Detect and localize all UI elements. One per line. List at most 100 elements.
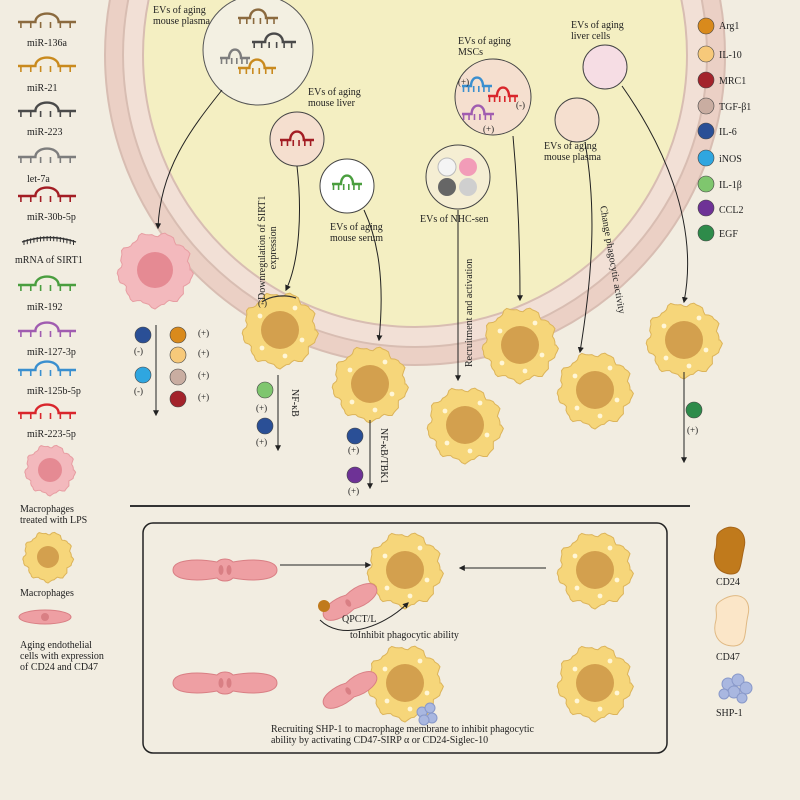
ev-label-plasma-2: EVs of aging mouse plasma — [544, 141, 601, 163]
right-legend-dots — [697, 17, 715, 242]
ev-label-plasma: EVs of aging mouse plasma — [153, 5, 210, 27]
bottom-caption: Recruiting SHP-1 to macrophage membrane … — [271, 724, 534, 746]
legend-label-tgfb1: TGF-β1 — [719, 102, 752, 113]
rna-mir-125b-5p-icon — [18, 360, 76, 376]
rna-mir-21-icon — [18, 56, 76, 72]
macrophage — [241, 292, 319, 370]
ev-plasma-vesicle — [202, 0, 314, 106]
annotation-recruitment: Recruitment and activation — [464, 258, 475, 367]
endothelial-cell-attaching-1 — [322, 583, 378, 621]
sign-plus: (+) — [198, 348, 210, 358]
sign-plus: (+) — [348, 486, 360, 496]
legend-label-endothelial: Aging endothelial cells with expression … — [20, 640, 104, 673]
left-legend-glyphs — [18, 12, 77, 419]
macrophage — [481, 307, 559, 385]
legend-label-mir-223-5p: miR-223-5p — [27, 429, 76, 440]
sign-plus: (+) — [348, 445, 360, 455]
egf-icon — [697, 224, 715, 242]
annotation-nfkb-tbk1: NF-κB/TBK1 — [378, 428, 389, 484]
legend-label-lps-macrophage: Macrophages treated with LPS — [20, 504, 88, 526]
endothelial-cell-2 — [172, 671, 278, 695]
ev-label-liver: EVs of aging mouse liver — [308, 87, 361, 109]
shp1-marker — [416, 702, 438, 726]
macrophages — [241, 292, 723, 723]
cytokine-dot — [346, 466, 364, 484]
cytokine-dot — [134, 326, 152, 344]
sign-plus: (+) — [256, 437, 268, 447]
cytokine-dot — [169, 390, 187, 408]
legend-label-let-7a: let-7a — [27, 174, 50, 185]
sign-minus: (-) — [258, 298, 267, 308]
legend-label-il1b: IL-1β — [719, 180, 742, 191]
lps-macrophage — [116, 232, 194, 310]
sirt1-mrna-on-cell — [261, 295, 297, 303]
legend-label-mir-136a: miR-136a — [27, 38, 67, 49]
rna-mir-30b-5p-icon — [18, 186, 76, 202]
mrna-sirt1-icon — [21, 236, 77, 245]
sign-plus: (+) — [256, 403, 268, 413]
ev-label-mscs: EVs of aging MSCs — [458, 36, 511, 58]
macrophage — [426, 387, 504, 465]
macrophage — [366, 645, 444, 723]
endothelial-cell-1 — [172, 558, 278, 582]
cytokine-dot — [685, 401, 703, 419]
ev-label-serum: EVs of aging mouse serum — [330, 222, 384, 244]
endothelial-cell-attaching-2 — [322, 671, 378, 709]
inos-icon — [697, 149, 715, 167]
legend-label-cd24: CD24 — [716, 577, 740, 588]
cytokine-dot — [169, 346, 187, 364]
rna-mir-125b-5p-icon — [462, 76, 492, 92]
cytokine-dot — [256, 417, 274, 435]
rna-mir-21-icon — [238, 58, 276, 74]
sign-plus: (+) — [458, 77, 470, 87]
legend-label-mir-192: miR-192 — [27, 302, 63, 313]
cd24-icon — [713, 526, 746, 575]
il-10-icon — [697, 45, 715, 63]
cytokine-dot — [169, 326, 187, 344]
central-cell — [104, 0, 726, 366]
annotation-inhibit: toInhibit phagocytic ability — [350, 630, 459, 641]
ev-nhc-vesicle — [425, 144, 491, 210]
rna-mir-223-5p-icon — [18, 403, 76, 419]
sign-plus: (+) — [198, 370, 210, 380]
annotation-nfkb: NF-κB — [289, 389, 300, 417]
sign-plus: (+) — [687, 425, 699, 435]
cytokine-dot — [256, 381, 274, 399]
ev-label-liver-cells: EVs of aging liver cells — [571, 20, 624, 42]
sign-plus: (+) — [198, 328, 210, 338]
sign-plus: (+) — [198, 392, 210, 402]
legend-label-il6: IL-6 — [719, 127, 737, 138]
rna-mir-192-icon — [18, 275, 76, 291]
rna-mir-223-icon — [252, 32, 296, 48]
macrophage — [366, 532, 444, 610]
arg1-icon — [697, 17, 715, 35]
rna-mir-192-icon — [332, 174, 362, 190]
cytokine-dot — [346, 427, 364, 445]
cd24-marker — [318, 600, 330, 612]
legend-endothelial-icon — [18, 609, 72, 625]
rna-let-7a-icon — [18, 147, 76, 163]
legend-lps-macrophage-icon — [24, 444, 77, 497]
macrophage — [331, 346, 409, 424]
rna-let-7a-icon — [220, 48, 250, 64]
sign-plus: (+) — [483, 124, 495, 134]
ev-label-nhc: EVs of NHC-sen — [420, 214, 489, 225]
legend-label-macrophage: Macrophages — [20, 588, 74, 599]
legend-label-mir-127-3p: miR-127-3p — [27, 347, 76, 358]
cd47-icon — [714, 595, 750, 647]
mrc1-icon — [697, 71, 715, 89]
legend-label-shp1: SHP-1 — [716, 708, 743, 719]
macrophage — [556, 645, 634, 723]
legend-label-mrna-sirt1: mRNA of SIRT1 — [15, 255, 83, 266]
sign-minus: (-) — [134, 346, 143, 356]
legend-label-mir-30b-5p: miR-30b-5p — [27, 212, 76, 223]
ccl2-icon — [697, 199, 715, 217]
cytokine-dot — [169, 368, 187, 386]
legend-label-arg1: Arg1 — [719, 21, 740, 32]
sign-minus: (-) — [516, 100, 525, 110]
annotation-qpct: QPCT/L — [342, 614, 377, 625]
tgf-1-icon — [697, 97, 715, 115]
flow-arrows — [153, 85, 688, 632]
sign-minus: (-) — [134, 386, 143, 396]
